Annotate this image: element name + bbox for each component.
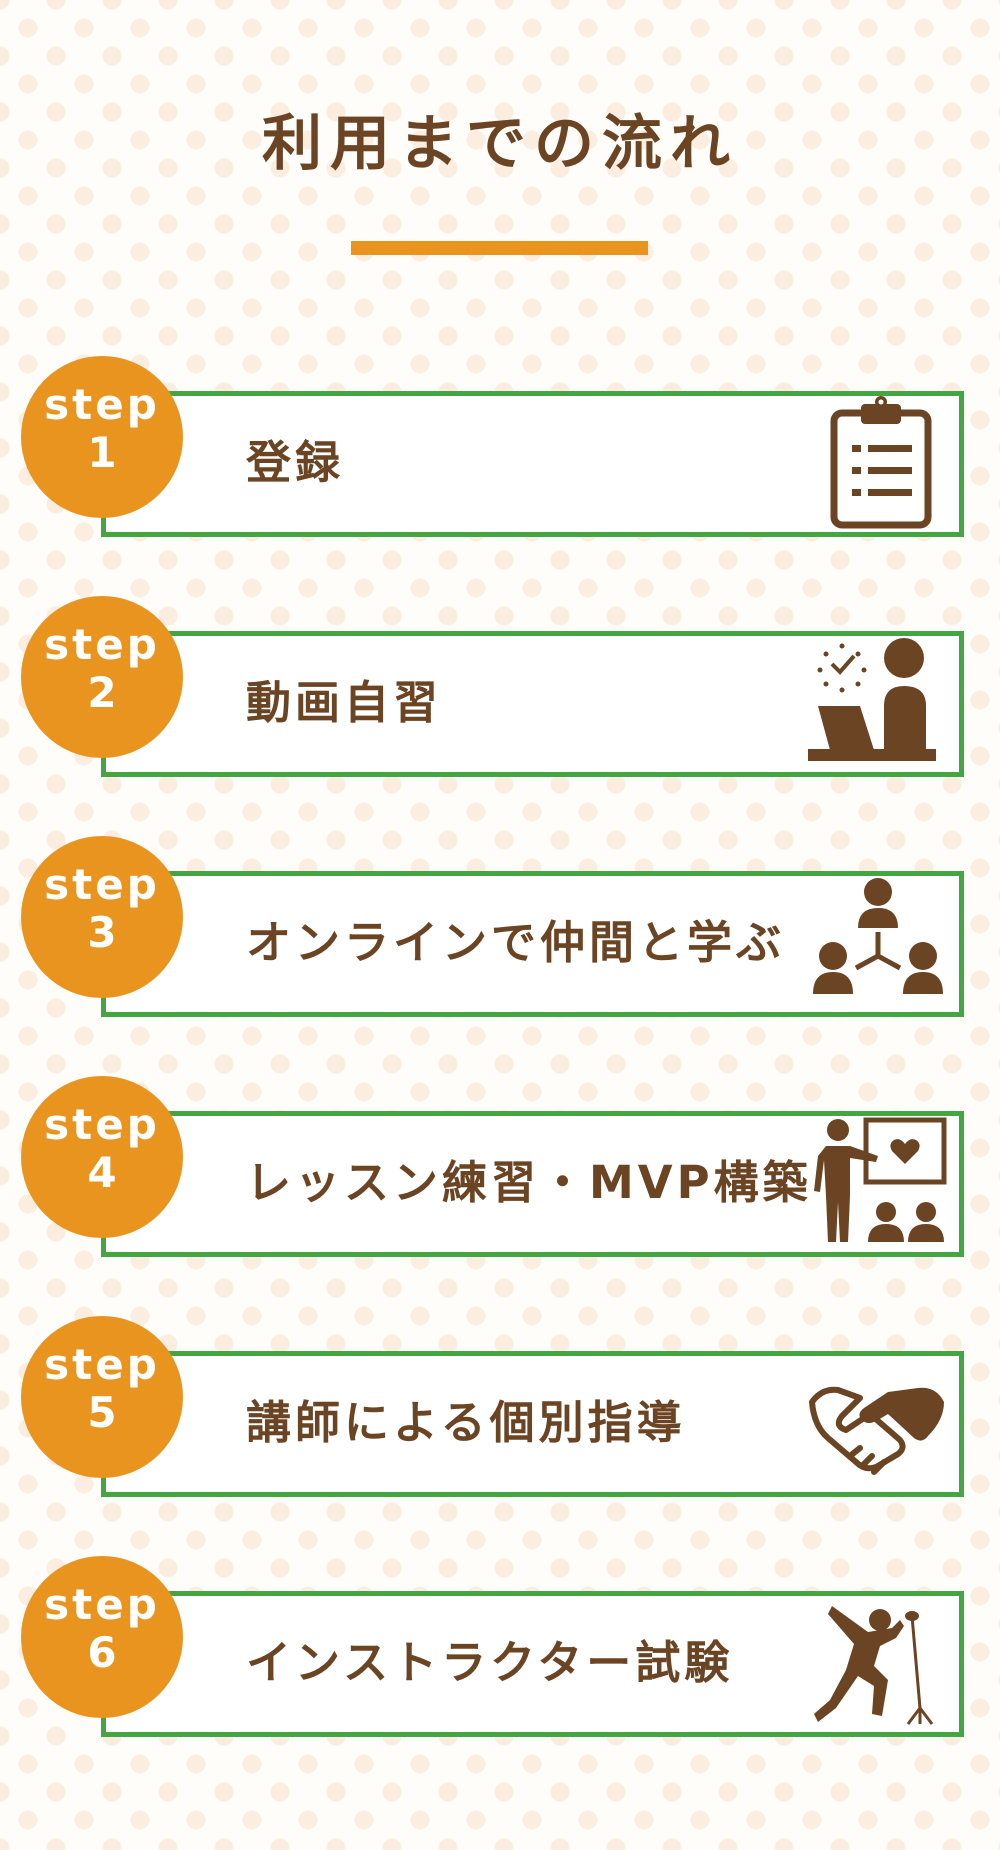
step-word: step <box>44 860 160 909</box>
step-item-4[interactable]: step 4 レッスン練習・MVP構築 <box>0 1076 1000 1257</box>
step-label: 講師による個別指導 <box>246 1396 686 1449</box>
laptop-study-icon <box>808 636 948 772</box>
step-label: 動画自習 <box>246 676 443 729</box>
page-title: 利用までの流れ <box>262 109 738 179</box>
step-item-3[interactable]: step 3 オンラインで仲間と学ぶ <box>0 836 1000 1017</box>
handshake-icon <box>808 1356 948 1492</box>
step-number: 4 <box>87 1148 117 1197</box>
step-number: 3 <box>87 908 117 957</box>
step-box <box>101 391 964 537</box>
step-word: step <box>44 1100 160 1149</box>
step-label: レッスン練習・MVP構築 <box>246 1156 812 1209</box>
step-word: step <box>44 1580 160 1629</box>
clipboard-icon <box>808 396 948 532</box>
step-badge: step 4 <box>21 1076 183 1238</box>
step-word: step <box>44 1340 160 1389</box>
step-word: step <box>44 620 160 669</box>
singer-microphone-icon <box>808 1596 948 1732</box>
step-label: インストラクター試験 <box>246 1636 734 1689</box>
step-badge: step 1 <box>21 356 183 518</box>
step-badge: step 3 <box>21 836 183 998</box>
step-badge: step 6 <box>21 1556 183 1718</box>
step-label: オンラインで仲間と学ぶ <box>246 916 786 969</box>
title-underline <box>351 241 648 255</box>
step-item-5[interactable]: step 5 講師による個別指導 <box>0 1316 1000 1497</box>
step-item-2[interactable]: step 2 動画自習 <box>0 596 1000 777</box>
step-number: 5 <box>87 1388 117 1437</box>
presentation-icon <box>808 1116 948 1252</box>
step-label: 登録 <box>246 436 345 489</box>
group-network-icon <box>808 876 948 1012</box>
step-badge: step 5 <box>21 1316 183 1478</box>
step-item-1[interactable]: step 1 登録 <box>0 356 1000 537</box>
step-word: step <box>44 380 160 429</box>
step-number: 2 <box>87 668 117 717</box>
step-badge: step 2 <box>21 596 183 758</box>
step-number: 6 <box>87 1628 117 1677</box>
step-number: 1 <box>87 428 117 477</box>
step-item-6[interactable]: step 6 インストラクター試験 <box>0 1556 1000 1737</box>
